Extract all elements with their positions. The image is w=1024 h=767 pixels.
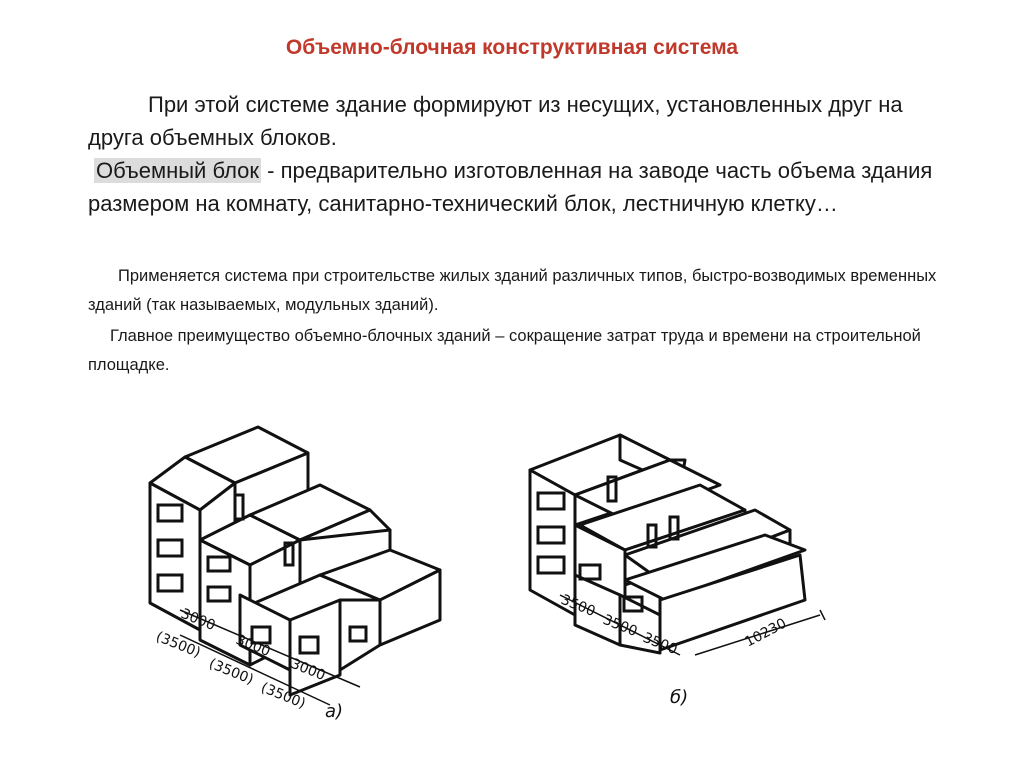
paragraph-advantage: Главное преимущество объемно-блочных зда… <box>88 327 921 374</box>
slide-title: Объемно-блочная конструктивная система <box>285 36 739 59</box>
door-icon <box>606 475 618 503</box>
dim-label: (3500) <box>154 629 203 661</box>
dimension-line <box>694 614 821 656</box>
window-icon <box>156 503 184 523</box>
term-volumetric-block: Объемный блок <box>94 158 262 183</box>
block-definition-text: - предварительно изготовленная на заводе… <box>88 158 933 216</box>
window-icon <box>156 538 184 558</box>
window-icon <box>536 491 566 511</box>
dimension-line <box>179 609 361 688</box>
block-top-face <box>623 533 807 602</box>
door-icon <box>233 493 245 521</box>
window-icon <box>206 585 232 603</box>
block-front-face <box>338 598 382 672</box>
window-icon <box>156 573 184 593</box>
paragraph-block-definition: Объемный блок - предварительно изготовле… <box>88 154 948 220</box>
figure-b-drawing: 3500 3500 3500 10230 б) <box>528 433 826 708</box>
figure-b: 3500 3500 3500 10230 б) <box>520 405 850 720</box>
window-icon <box>206 555 232 573</box>
door-icon <box>668 515 680 541</box>
dimension-line <box>179 634 331 706</box>
dimension-line <box>559 594 681 656</box>
window-icon <box>536 525 566 545</box>
paragraph-definition: При этой системе здание формируют из нес… <box>88 92 903 150</box>
door-icon <box>646 523 658 549</box>
block-top-face <box>573 458 722 522</box>
window-icon <box>250 625 272 645</box>
window-icon <box>536 555 566 575</box>
window-icon <box>578 563 602 581</box>
dimension-line <box>819 609 826 621</box>
figure-a: 3000 3000 3000 (3500) (3500) (3500) а) <box>140 405 450 730</box>
figure-b-caption: б) <box>670 687 688 708</box>
figure-a-drawing: 3000 3000 3000 (3500) (3500) (3500) а) <box>148 425 442 722</box>
door-icon <box>283 541 295 567</box>
block-side-face <box>378 568 442 647</box>
window-icon <box>298 635 320 655</box>
window-icon <box>348 625 368 643</box>
paragraph-application: Применяется система при строительстве жи… <box>88 267 937 314</box>
block-front-face <box>288 598 342 697</box>
window-icon <box>622 595 644 613</box>
figure-a-caption: а) <box>325 701 343 722</box>
